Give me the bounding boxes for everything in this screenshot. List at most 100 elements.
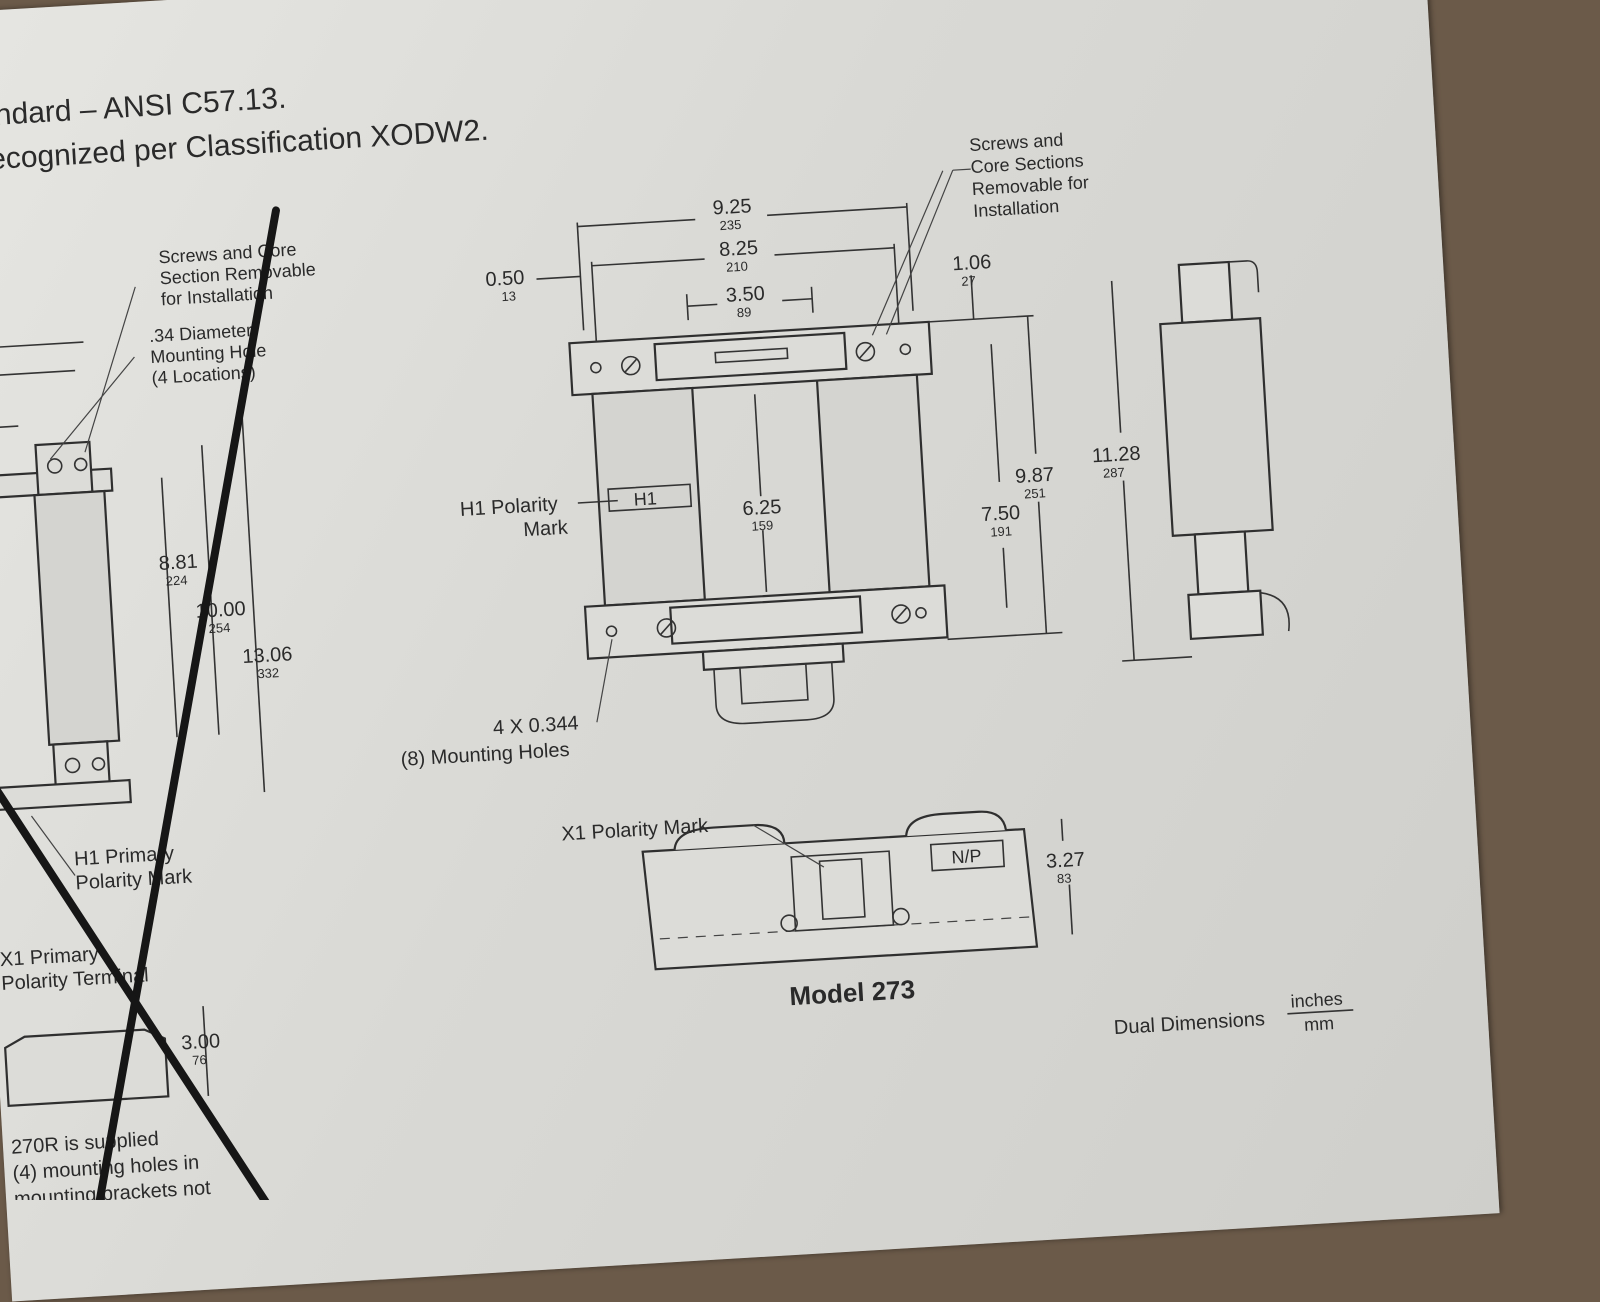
leader-line <box>30 815 76 876</box>
dual-dimensions-legend: Dual Dimensions inches mm <box>1113 989 1354 1039</box>
dim-line <box>1122 480 1135 661</box>
left-h1-note-2: Polarity Mark <box>75 866 194 895</box>
dim-edge-offset-mm: 13 <box>501 288 516 304</box>
left-coil <box>33 489 121 746</box>
base-right-bump <box>905 810 1008 837</box>
h1-polarity-mark-2: Mark <box>523 517 570 542</box>
cross-out-stroke <box>91 206 280 1200</box>
dim-line <box>990 344 1001 483</box>
model-label: Model 273 <box>789 974 916 1011</box>
dim-overall-width: 9.25 <box>712 195 752 219</box>
dim-line <box>1026 315 1037 454</box>
dim-line <box>970 275 975 320</box>
dim-window-height: 6.25 <box>742 496 782 520</box>
h1-tag-label: H1 <box>633 488 657 509</box>
dim-hole-spacing-mm: 210 <box>726 259 749 275</box>
screw-slot <box>660 621 673 635</box>
right-coil-block <box>815 373 931 594</box>
dim-line <box>577 218 696 228</box>
dim-extension <box>1122 656 1193 662</box>
dim-hole-spacing: 8.25 <box>718 237 758 261</box>
side-top-hook <box>1228 260 1260 293</box>
hole-icon <box>73 457 88 472</box>
np-plate <box>929 839 1006 872</box>
holes-note-1: 4 X 0.344 <box>492 712 579 739</box>
dim-side-height: 11.28 <box>1091 443 1141 468</box>
dim-line <box>0 341 84 350</box>
side-lead-wire <box>1260 591 1290 632</box>
main-screws-note-1: Screws and <box>969 130 1064 156</box>
mounting-hole-icon <box>915 607 927 619</box>
base-left-bump <box>673 823 786 851</box>
model-273-base-view: N/P X1 Polarity Mark 3.27 83 Model 273 <box>561 810 1085 1011</box>
left-dim-1: 8.81 <box>158 551 198 575</box>
dim-line <box>1068 884 1074 935</box>
dim-base-height: 3.27 <box>1045 849 1085 873</box>
dim-line <box>782 297 813 302</box>
np-label: N/P <box>951 846 982 868</box>
screw-slot <box>859 344 872 359</box>
leader-line <box>596 639 613 723</box>
dim-overall-height: 9.87 <box>1014 464 1054 488</box>
terminal-handle <box>713 662 835 725</box>
dim-line <box>202 1006 210 1097</box>
left-base-view <box>4 1028 170 1107</box>
dim-line <box>753 394 762 497</box>
left-dim-3: 13.06 <box>242 643 293 668</box>
mounting-hole-icon <box>899 343 912 356</box>
left-x1-note-1: X1 Primary <box>0 943 99 971</box>
dim-extension <box>928 314 1034 323</box>
terminal-screw-icon <box>780 914 798 933</box>
dim-line <box>774 246 895 256</box>
terminal-strip <box>790 850 895 932</box>
dim-top-offset-mm: 27 <box>961 273 976 289</box>
dim-extension <box>947 631 1063 641</box>
side-top-clamp <box>1177 260 1234 325</box>
legend-mm: mm <box>1303 1013 1334 1035</box>
dim-line <box>1060 818 1064 841</box>
dim-line <box>1037 501 1048 634</box>
dim-base-height-mm: 83 <box>1057 870 1072 886</box>
left-dim-4: 3.00 <box>181 1030 221 1054</box>
model-273-side-view: 11.28 287 <box>1091 260 1290 662</box>
top-slot <box>714 347 789 364</box>
legend-label: Dual Dimensions <box>1113 1008 1265 1039</box>
drawing-canvas: Standard – ANSI C57.13. . recognized per… <box>0 82 1354 1200</box>
legend-fraction-bar <box>1287 1009 1354 1015</box>
top-core-section <box>653 331 848 382</box>
side-coil <box>1159 317 1274 537</box>
leader-line <box>49 356 135 460</box>
screw-slot <box>894 607 908 621</box>
screw-slot <box>624 358 638 373</box>
dim-line <box>767 206 907 217</box>
terminal-pair <box>818 857 866 921</box>
screw-icon <box>621 355 641 376</box>
dim-overall-width-mm: 235 <box>719 217 742 233</box>
dim-extension <box>905 202 914 311</box>
dim-extension <box>685 294 690 321</box>
dim-center-window-mm: 89 <box>736 304 751 320</box>
legend-inches: inches <box>1290 989 1343 1012</box>
leader-line <box>752 824 825 868</box>
dim-line <box>1110 280 1122 433</box>
screw-icon <box>656 618 677 638</box>
leader-line <box>577 499 618 504</box>
dim-top-offset: 1.06 <box>952 251 992 275</box>
screw-icon <box>46 458 63 474</box>
dim-window-height-mm: 159 <box>751 517 774 533</box>
dim-line <box>1002 547 1008 608</box>
main-screws-note-4: Installation <box>973 196 1060 221</box>
mounting-hole-icon <box>605 625 618 638</box>
document-photo: Standard – ANSI C57.13. . recognized per… <box>0 0 1500 1302</box>
side-bottom-clamp <box>1193 530 1250 596</box>
left-dim-3-mm: 332 <box>257 665 280 681</box>
screw-icon <box>855 341 876 362</box>
terminal-block <box>739 662 809 705</box>
left-dim-2-mm: 254 <box>208 620 231 636</box>
leader-line <box>952 168 971 171</box>
dim-extension <box>810 286 814 313</box>
header-line-1: Standard – ANSI C57.13. <box>0 82 287 135</box>
left-bottom-bracket <box>0 778 132 812</box>
screw-icon <box>64 757 81 774</box>
side-terminal <box>1187 589 1265 641</box>
